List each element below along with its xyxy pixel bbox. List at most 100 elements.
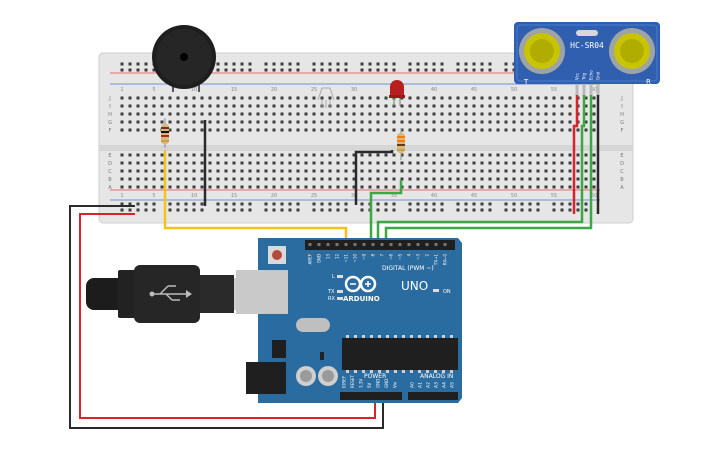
- breadboard-hole: [160, 161, 164, 165]
- sensor-pin[interactable]: [596, 84, 600, 96]
- row-label: D: [108, 161, 112, 167]
- breadboard-hole: [592, 185, 596, 189]
- column-number: 1: [120, 87, 123, 93]
- rail-hole: [472, 208, 476, 212]
- power-red-wire[interactable]: [79, 213, 376, 419]
- sensor-echo-green-wire[interactable]: [384, 95, 593, 245]
- reset-button[interactable]: [272, 250, 282, 260]
- breadboard-hole: [528, 104, 532, 108]
- breadboard-hole: [248, 169, 252, 173]
- breadboard-hole: [288, 161, 292, 165]
- breadboard-hole: [344, 104, 348, 108]
- breadboard-hole: [488, 120, 492, 124]
- arduino-logo-icon: [344, 275, 377, 293]
- sensor-pin[interactable]: [582, 84, 586, 96]
- digital-pin-hole[interactable]: [344, 243, 348, 246]
- breadboard-hole: [408, 112, 412, 116]
- breadboard-hole: [512, 128, 516, 132]
- digital-pin-hole[interactable]: [389, 243, 393, 246]
- breadboard-hole: [304, 161, 308, 165]
- breadboard-hole: [584, 169, 588, 173]
- rail-hole: [440, 208, 444, 212]
- breadboard-hole: [544, 96, 548, 100]
- component-outline[interactable]: [317, 87, 335, 108]
- rail-hole: [176, 208, 180, 212]
- digital-pin-hole[interactable]: [308, 243, 312, 246]
- analog-pin-label: A1: [418, 382, 424, 388]
- rail-hole: [360, 202, 364, 206]
- red-led[interactable]: [389, 80, 405, 106]
- breadboard-hole: [288, 96, 292, 100]
- breadboard-hole: [264, 169, 268, 173]
- analog-label: ANALOG IN: [420, 373, 453, 380]
- breadboard-hole: [504, 128, 508, 132]
- breadboard-hole: [264, 112, 268, 116]
- rail-hole: [488, 208, 492, 212]
- led-green-wire[interactable]: [369, 180, 403, 245]
- ground-black-wire[interactable]: [69, 205, 384, 429]
- resistor-led[interactable]: [397, 128, 405, 160]
- breadboard-hole: [552, 120, 556, 124]
- breadboard-hole: [384, 112, 388, 116]
- digital-pin-hole[interactable]: [425, 243, 429, 246]
- breadboard-hole: [208, 96, 212, 100]
- breadboard-hole: [440, 177, 444, 181]
- digital-pin-hole[interactable]: [371, 243, 375, 246]
- rail-hole: [560, 202, 564, 206]
- breadboard-hole: [560, 185, 564, 189]
- digital-pin-hole[interactable]: [434, 243, 438, 246]
- rail-hole: [280, 208, 284, 212]
- rail-hole: [168, 202, 172, 206]
- breadboard-hole: [176, 185, 180, 189]
- chip-leg: [410, 335, 413, 338]
- breadboard-hole: [536, 112, 540, 116]
- digital-pin-hole[interactable]: [443, 243, 447, 246]
- digital-pin-hole[interactable]: [317, 243, 321, 246]
- buzzer-yellow-wire[interactable]: [163, 150, 348, 245]
- rail-hole: [360, 62, 364, 66]
- breadboard-hole: [376, 185, 380, 189]
- digital-pin-hole[interactable]: [335, 243, 339, 246]
- digital-pin-hole[interactable]: [380, 243, 384, 246]
- breadboard-hole: [552, 96, 556, 100]
- digital-pin-hole[interactable]: [398, 243, 402, 246]
- resistor-buzzer[interactable]: [161, 118, 169, 148]
- digital-pin-hole[interactable]: [353, 243, 357, 246]
- black-jumper-wire-led[interactable]: [354, 150, 394, 205]
- breadboard-hole: [480, 169, 484, 173]
- sensor-vcc-red-wire[interactable]: [572, 95, 579, 214]
- breadboard-hole: [336, 120, 340, 124]
- breadboard-hole: [464, 128, 468, 132]
- usb-cable[interactable]: [86, 265, 260, 323]
- rail-hole: [384, 62, 388, 66]
- digital-pin-hole[interactable]: [416, 243, 420, 246]
- breadboard-hole: [552, 104, 556, 108]
- breadboard-hole: [304, 96, 308, 100]
- digital-pin-hole[interactable]: [362, 243, 366, 246]
- piezo-buzzer[interactable]: [152, 25, 216, 92]
- digital-pin-label: TX→1: [434, 254, 439, 267]
- breadboard-hole: [536, 104, 540, 108]
- breadboard-hole: [408, 153, 412, 157]
- breadboard-hole: [480, 120, 484, 124]
- digital-pin-hole[interactable]: [326, 243, 330, 246]
- breadboard-hole: [120, 112, 124, 116]
- sensor-pin[interactable]: [589, 84, 593, 96]
- breadboard-hole: [256, 96, 260, 100]
- digital-pin-hole[interactable]: [407, 243, 411, 246]
- row-label: B: [108, 177, 112, 183]
- sensor-pin[interactable]: [575, 84, 579, 96]
- breadboard-hole: [368, 120, 372, 124]
- breadboard-hole: [536, 128, 540, 132]
- breadboard-hole: [360, 96, 364, 100]
- breadboard-hole: [168, 96, 172, 100]
- breadboard-hole: [480, 96, 484, 100]
- chip-leg: [434, 370, 437, 373]
- rail-hole: [248, 62, 252, 66]
- sensor-trig-green-wire[interactable]: [376, 95, 586, 245]
- breadboard-hole: [264, 177, 268, 181]
- breadboard-hole: [224, 153, 228, 157]
- breadboard-hole: [496, 169, 500, 173]
